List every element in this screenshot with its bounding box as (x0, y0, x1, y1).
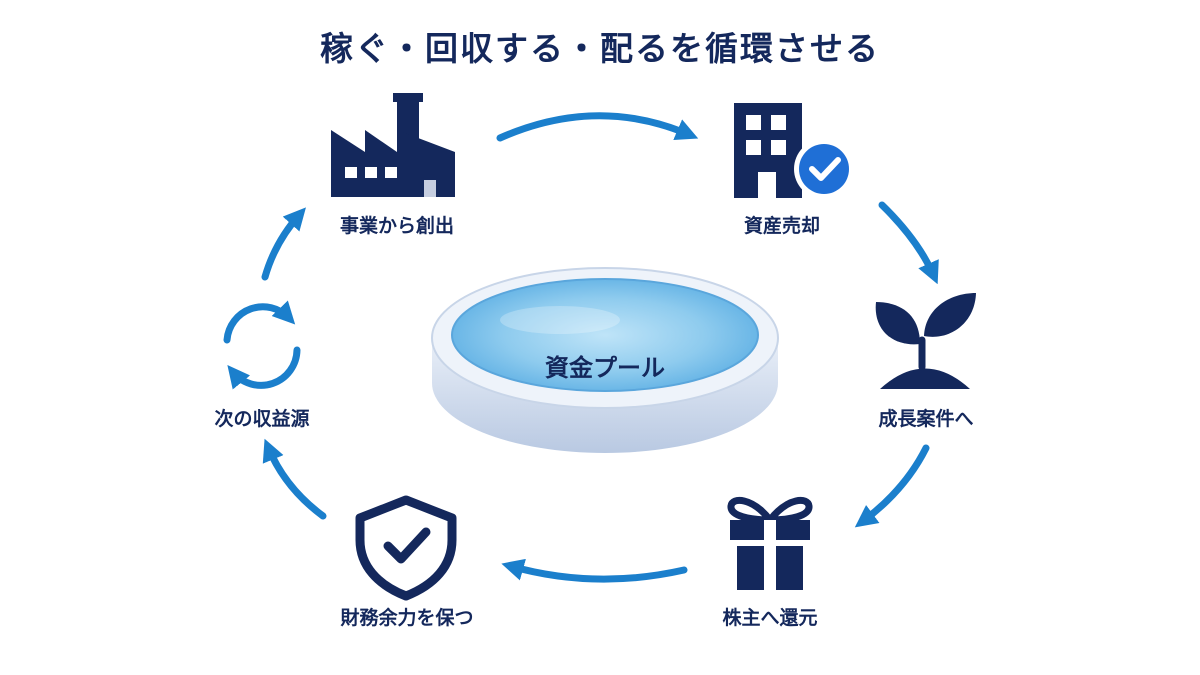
node-label-creation: 事業から創出 (339, 215, 455, 237)
page-title: 稼ぐ・回収する・配るを循環させる (320, 29, 880, 68)
arrow-next-to-creation (261, 207, 306, 281)
gift-icon (727, 496, 813, 590)
shield-check-icon (355, 495, 457, 601)
fund-pool-label: 資金プール (545, 354, 665, 382)
arrow-growth-to-return (854, 444, 930, 528)
arrow-return-to-capacity (501, 558, 688, 583)
office-building-check-icon (734, 103, 854, 199)
node-label-financial-capacity: 財務余力を保つ (340, 607, 474, 629)
node-label-asset-sale: 資産売却 (743, 215, 821, 237)
arrow-capacity-to-next (262, 438, 327, 520)
factory-icon (331, 93, 455, 197)
arrow-sale-to-growth (878, 201, 939, 285)
fund-pool-illustration (431, 267, 779, 453)
arrow-creation-to-sale (496, 112, 699, 142)
sprout-icon (875, 293, 976, 389)
node-label-next-revenue: 次の収益源 (214, 408, 310, 430)
node-label-growth: 成長案件へ (878, 408, 974, 430)
cycle-arrows-icon (223, 300, 301, 390)
node-label-shareholder-return: 株主へ還元 (722, 607, 818, 629)
